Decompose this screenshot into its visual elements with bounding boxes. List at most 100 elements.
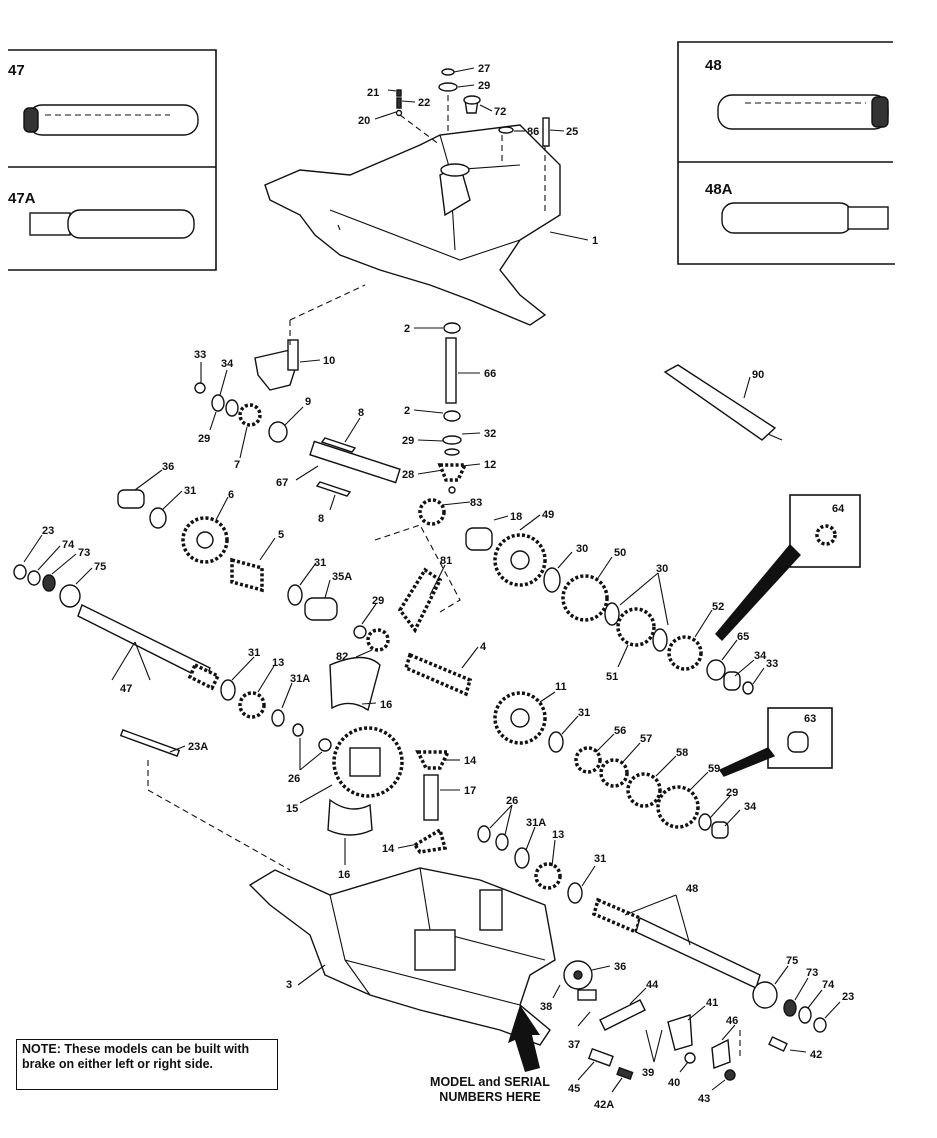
callout-16-upper: 16 [380, 699, 392, 711]
callout-42: 42 [810, 1049, 822, 1061]
callout-28: 28 [402, 469, 414, 481]
callout-75-right: 75 [786, 955, 798, 967]
callout-1: 1 [592, 235, 598, 247]
inset-label-64: 64 [832, 503, 845, 515]
callout-34-lower: 34 [744, 801, 757, 813]
callout-2-upper: 2 [404, 323, 410, 335]
shaft-4 [403, 652, 473, 697]
callout-29-mid: 29 [372, 595, 384, 607]
lower-right-gear-stack [477, 691, 729, 904]
callout-36-upper: 36 [162, 461, 174, 473]
callout-16-lower: 16 [338, 869, 350, 881]
callout-41: 41 [706, 997, 718, 1009]
left-axle-47 [13, 564, 332, 752]
callout-32: 32 [484, 428, 496, 440]
callout-48: 48 [686, 883, 698, 895]
callout-49: 49 [542, 509, 554, 521]
inset-label-48a: 48A [705, 181, 733, 198]
callout-labels: 27 29 21 22 72 20 86 25 1 2 66 10 33 34 … [42, 63, 854, 1111]
tube-90 [663, 364, 783, 441]
callout-56: 56 [614, 725, 626, 737]
callout-81: 81 [440, 555, 452, 567]
callout-75-left: 75 [94, 561, 106, 573]
brake-shoes-16 [327, 656, 381, 836]
callout-4: 4 [480, 641, 487, 653]
callout-14-upper: 14 [464, 755, 477, 767]
callout-2-lower: 2 [404, 405, 410, 417]
right-gear-stack [418, 498, 754, 695]
callout-12: 12 [484, 459, 496, 471]
callout-30-upper: 30 [576, 543, 588, 555]
callout-45: 45 [568, 1083, 580, 1095]
callout-58: 58 [676, 747, 688, 759]
callout-50: 50 [614, 547, 626, 559]
callout-18: 18 [510, 511, 522, 523]
callout-65: 65 [737, 631, 749, 643]
callout-17: 17 [464, 785, 476, 797]
chain-81 [374, 524, 461, 634]
callout-23-left: 23 [42, 525, 54, 537]
inset-box-47: 47 47A [8, 49, 217, 271]
inset-label-63: 63 [804, 713, 816, 725]
inset-box-64: 64 [715, 494, 861, 642]
callout-9: 9 [305, 396, 311, 408]
callout-36-lower: 36 [614, 961, 626, 973]
differential-15 [119, 726, 451, 854]
callout-52: 52 [712, 601, 724, 613]
callout-47: 47 [120, 683, 132, 695]
callout-67: 67 [276, 477, 288, 489]
callout-90: 90 [752, 369, 764, 381]
inset-label-47: 47 [8, 62, 25, 79]
upper-housing [264, 85, 561, 326]
callout-37: 37 [568, 1039, 580, 1051]
callout-73-left: 73 [78, 547, 90, 559]
callout-74-right: 74 [822, 979, 835, 991]
right-axle-48 [591, 897, 827, 1033]
callout-14-lower: 14 [382, 843, 395, 855]
callout-6: 6 [228, 489, 234, 501]
note-box: NOTE: These models can be built with bra… [16, 1039, 278, 1090]
callout-31-lower: 31 [594, 853, 606, 865]
callout-42a: 42A [594, 1099, 614, 1111]
callout-13-lower: 13 [552, 829, 564, 841]
callout-29-left: 29 [198, 433, 210, 445]
callout-33-right: 33 [766, 658, 778, 670]
callout-38: 38 [540, 1001, 552, 1013]
inset-label-47a: 47A [8, 190, 36, 207]
callout-73-right: 73 [806, 967, 818, 979]
callout-51: 51 [606, 671, 618, 683]
callout-27: 27 [478, 63, 490, 75]
callout-31-mid: 31 [314, 557, 326, 569]
callout-46: 46 [726, 1015, 738, 1027]
model-serial-label: MODEL and SERIAL NUMBERS HERE [430, 1075, 550, 1104]
callout-3: 3 [286, 979, 292, 991]
callout-72: 72 [494, 106, 506, 118]
shaft-67-assembly [194, 382, 401, 497]
left-gears [117, 489, 390, 652]
callout-20: 20 [358, 115, 370, 127]
lower-housing [147, 224, 556, 1046]
callout-34-right: 34 [754, 650, 767, 662]
inset-box-48: 48 48A [677, 41, 895, 265]
inset-box-63: 63 [718, 707, 833, 777]
callout-31-upper: 31 [184, 485, 196, 497]
brake-assembly [563, 960, 788, 1081]
callout-74-left: 74 [62, 539, 75, 551]
callout-7: 7 [234, 459, 240, 471]
top-small-parts [395, 68, 550, 147]
leader-lines [23, 67, 841, 1093]
callout-82: 82 [336, 651, 348, 663]
callout-44: 44 [646, 979, 659, 991]
callout-40: 40 [668, 1077, 680, 1089]
callout-21: 21 [367, 87, 379, 99]
callout-26-left: 26 [288, 773, 300, 785]
callout-8-lower: 8 [318, 513, 324, 525]
inset-label-48: 48 [705, 57, 722, 74]
callout-8-upper: 8 [358, 407, 364, 419]
callout-23-right: 23 [842, 991, 854, 1003]
callout-25: 25 [566, 126, 578, 138]
callout-15: 15 [286, 803, 298, 815]
callout-59: 59 [708, 763, 720, 775]
callout-31a-lower: 31A [526, 817, 546, 829]
